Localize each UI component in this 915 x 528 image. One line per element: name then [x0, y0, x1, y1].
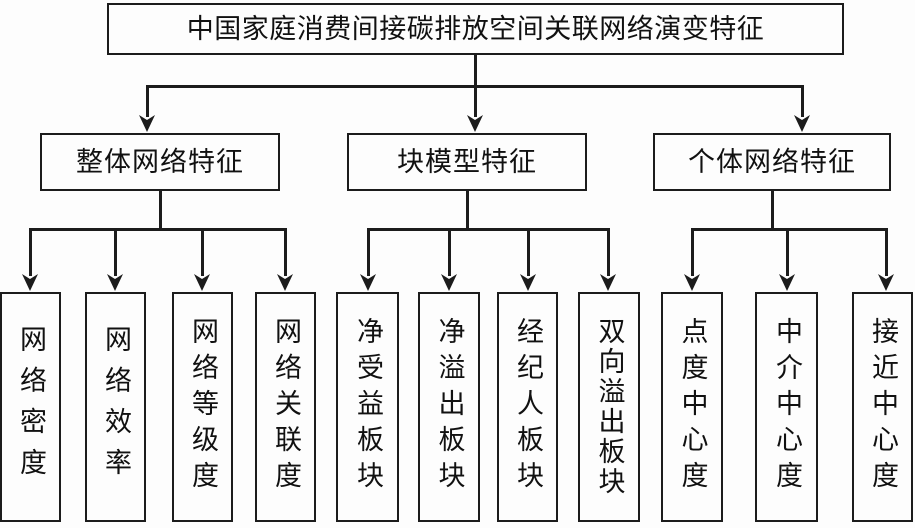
- connector-g3-drop-3: [885, 228, 888, 276]
- connector-g3-drop-1: [691, 228, 694, 276]
- branch-box-overall-network: 整体网络特征: [40, 133, 280, 191]
- root-title-box: 中国家庭消费间接碳排放空间关联网络演变特征: [107, 3, 844, 55]
- arrowhead-leaf-3: [194, 274, 210, 291]
- connector-g1-bus: [29, 228, 286, 231]
- arrowhead-branch-1: [139, 115, 155, 132]
- connector-g1-drop-3: [201, 228, 204, 276]
- arrowhead-leaf-4: [277, 274, 293, 291]
- branch-box-individual-network: 个体网络特征: [653, 133, 891, 191]
- arrowhead-branch-2: [467, 115, 483, 132]
- arrowhead-leaf-7: [520, 274, 536, 291]
- leaf-box-bidirectional-spillover-block: 双向溢出板块: [578, 292, 640, 522]
- connector-g2-drop-2: [448, 228, 451, 276]
- connector-g2-bus: [367, 228, 609, 231]
- branch-box-block-model: 块模型特征: [347, 133, 587, 191]
- connector-g1-drop-1: [29, 228, 32, 276]
- leaf-box-degree-centrality: 点度中心度: [661, 292, 723, 522]
- connector-g1-drop-2: [114, 228, 117, 276]
- connector-root-stem: [474, 55, 477, 86]
- leaf-box-net-beneficiary-block: 净受益板块: [336, 292, 399, 522]
- connector-g2-stem: [466, 191, 469, 230]
- arrowhead-leaf-5: [360, 274, 376, 291]
- leaf-box-broker-block: 经纪人板块: [497, 292, 558, 522]
- connector-g2-drop-1: [367, 228, 370, 276]
- connector-g1-stem: [159, 191, 162, 230]
- leaf-box-network-hierarchy: 网络等级度: [172, 292, 233, 522]
- connector-g2-drop-3: [527, 228, 530, 276]
- connector-g3-drop-2: [786, 228, 789, 276]
- connector-root-drop-1: [146, 85, 149, 117]
- connector-root-drop-3: [801, 85, 804, 117]
- arrowhead-leaf-9: [684, 274, 700, 291]
- arrowhead-leaf-2: [107, 274, 123, 291]
- connector-g2-drop-4: [607, 228, 610, 276]
- leaf-box-net-spillover-block: 净溢出板块: [418, 292, 480, 522]
- arrowhead-leaf-1: [22, 274, 38, 291]
- arrowhead-leaf-11: [878, 274, 894, 291]
- leaf-box-network-efficiency: 网络效率: [85, 292, 146, 522]
- arrowhead-leaf-10: [779, 274, 795, 291]
- connector-g3-stem: [771, 191, 774, 230]
- arrowhead-leaf-6: [441, 274, 457, 291]
- connector-g3-bus: [691, 228, 887, 231]
- leaf-box-closeness-centrality: 接近中心度: [852, 292, 913, 522]
- connector-root-drop-2: [474, 85, 477, 117]
- arrowhead-leaf-8: [600, 274, 616, 291]
- arrowhead-branch-3: [794, 115, 810, 132]
- leaf-box-network-correlation: 网络关联度: [255, 292, 316, 522]
- leaf-box-network-density: 网络密度: [0, 292, 61, 522]
- connector-g1-drop-4: [284, 228, 287, 276]
- leaf-box-betweenness-centrality: 中介中心度: [755, 292, 818, 522]
